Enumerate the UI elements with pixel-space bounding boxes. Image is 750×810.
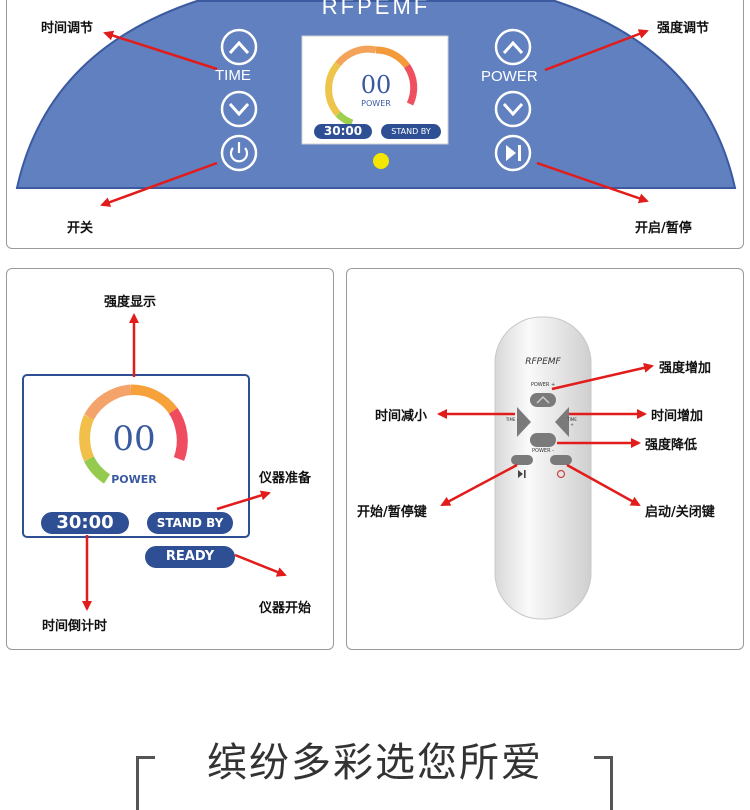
callout-intensity-display: 强度显示 (104, 295, 157, 310)
power-up-button[interactable] (494, 28, 532, 66)
callout-time-up: 时间增加 (651, 409, 704, 424)
play-pause-icon[interactable] (494, 134, 532, 172)
remote-power-plus-button[interactable] (530, 393, 556, 407)
remote-section: RFPEMF POWER + TIME - TIME + POWER - 强度增… (346, 268, 744, 650)
power-icon[interactable] (220, 134, 258, 172)
remote-time-plus-button[interactable] (555, 407, 569, 437)
display-status-ready: READY (145, 546, 235, 568)
control-panel-section: RFPEMF TIME POWER 00 POWER 30:00 STAND B… (6, 0, 744, 249)
title-bracket-right (594, 756, 613, 810)
time-label: TIME (215, 67, 251, 84)
callout-on-off-key: 启动/关闭键 (645, 505, 715, 520)
display-value: 00 (112, 419, 156, 459)
remote-power-plus-label: POWER + (530, 382, 556, 388)
screen-power-label: POWER (361, 99, 391, 108)
callout-time-adjust: 时间调节 (41, 21, 94, 36)
power-label: POWER (481, 68, 538, 85)
remote-illustration (437, 316, 654, 620)
screen-status: STAND BY (381, 124, 441, 139)
callout-device-ready: 仪器准备 (259, 471, 312, 486)
callout-intensity-up: 强度增加 (659, 361, 712, 376)
remote-time-minus-button[interactable] (517, 407, 531, 437)
remote-body (494, 316, 592, 620)
callout-power-adjust: 强度调节 (657, 21, 710, 36)
time-up-button[interactable] (220, 28, 258, 66)
remote-power-minus-button[interactable] (530, 433, 556, 447)
display-status-standby: STAND BY (147, 512, 233, 534)
callout-time-down: 时间减小 (375, 409, 428, 424)
callout-countdown: 时间倒计时 (42, 619, 108, 634)
screen-timer: 30:00 (314, 124, 372, 139)
brand-logo: RFPEMF (321, 0, 431, 19)
indicator-light (373, 153, 389, 169)
display-detail-section: 00 POWER 30:00 STAND BY READY 强度显示 仪器准备 … (6, 268, 334, 650)
title-bracket-left (136, 756, 155, 810)
callout-start-pause: 开启/暂停 (635, 221, 692, 236)
gauge-ring (325, 45, 418, 127)
callout-device-start: 仪器开始 (259, 601, 312, 616)
remote-brand: RFPEMF (525, 357, 561, 367)
callout-intensity-down: 强度降低 (645, 438, 698, 453)
gauge-ring (79, 384, 188, 484)
remote-power-minus-label: POWER - (532, 448, 554, 454)
remote-time-minus-label: TIME - (505, 417, 519, 422)
remote-play-pause-button[interactable] (511, 455, 533, 478)
time-down-button[interactable] (220, 90, 258, 128)
display-power-label: POWER (111, 473, 157, 486)
remote-time-plus-label: TIME + (567, 417, 577, 427)
control-panel-illustration (15, 0, 737, 207)
display-timer: 30:00 (41, 512, 129, 534)
display-illustration (22, 313, 287, 611)
screen-value: 00 (360, 71, 392, 99)
callout-on-off: 开关 (67, 221, 94, 236)
section-title: 缤纷多彩选您所爱 (207, 740, 543, 786)
power-down-button[interactable] (494, 90, 532, 128)
remote-power-button[interactable] (550, 455, 572, 479)
callout-start-pause-key: 开始/暂停键 (357, 505, 427, 520)
